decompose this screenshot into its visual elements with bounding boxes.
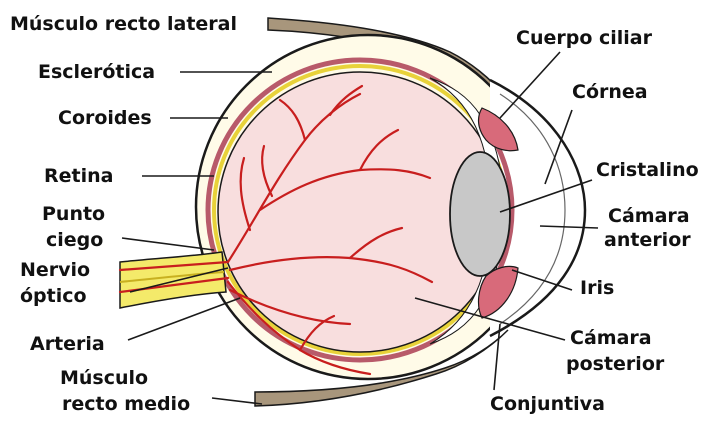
- label-iris: Iris: [580, 277, 614, 299]
- label-optico: óptico: [20, 285, 87, 307]
- label-musculo-medio: Músculo: [60, 367, 148, 389]
- label-arteria: Arteria: [30, 333, 105, 355]
- crystalline-lens: [450, 152, 510, 276]
- label-camara-anterior-1: Cámara: [608, 205, 690, 227]
- label-conjuntiva: Conjuntiva: [490, 393, 605, 415]
- label-cristalino: Cristalino: [596, 159, 699, 181]
- label-musculo-recto-lateral: Músculo recto lateral: [10, 13, 237, 35]
- label-cuerpo-ciliar: Cuerpo ciliar: [516, 27, 653, 49]
- label-nervio: Nervio: [20, 259, 90, 281]
- label-coroides: Coroides: [58, 107, 152, 129]
- label-camara-anterior-2: anterior: [604, 229, 691, 251]
- label-camara-posterior-2: posterior: [566, 353, 665, 375]
- label-punto: Punto: [42, 203, 105, 225]
- label-ciego: ciego: [46, 229, 103, 251]
- label-cornea: Córnea: [572, 81, 648, 103]
- label-retina: Retina: [44, 165, 113, 187]
- label-camara-posterior-1: Cámara: [570, 327, 652, 349]
- label-recto-medio: recto medio: [62, 393, 190, 415]
- label-esclerotica: Esclerótica: [38, 61, 155, 83]
